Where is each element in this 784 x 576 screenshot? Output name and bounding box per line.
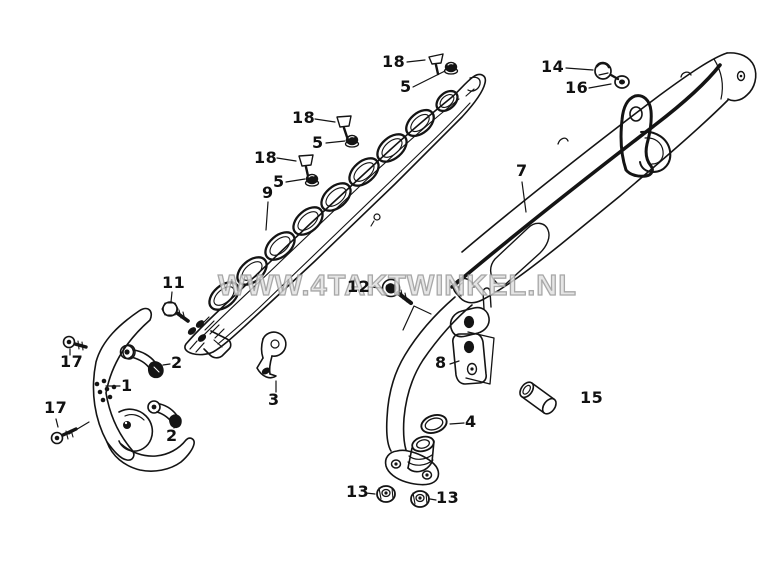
part-label-14: 14: [541, 57, 565, 76]
part-label-11: 11: [162, 273, 186, 292]
part-label-15: 15: [580, 388, 604, 407]
part-label-12: 12: [347, 277, 371, 296]
part-label-1: 1: [121, 376, 133, 395]
spacer-part-15: [519, 381, 557, 415]
part-label-13-a: 13: [346, 482, 370, 501]
screw-part-18-b: [336, 115, 352, 139]
part-label-18-c: 18: [254, 148, 278, 167]
part-label-4: 4: [465, 412, 477, 431]
heat-shield-part-9: [184, 73, 487, 359]
bolt-part-11: [161, 301, 190, 323]
leader-lines: [55, 59, 612, 501]
pipe-flange: [384, 449, 440, 486]
bolt-part-17-lower: [50, 427, 78, 445]
nut-part-5-b: [344, 134, 360, 148]
part-label-8: 8: [435, 353, 447, 372]
exhaust-pipe: [384, 287, 492, 486]
part-label-5-a: 5: [400, 77, 412, 96]
bolt-part-14: [594, 61, 620, 81]
part-label-5-c: 5: [273, 172, 285, 191]
part-label-5-b: 5: [312, 133, 324, 152]
clamp-part-2-upper: [119, 344, 164, 379]
nut-part-5-c: [304, 173, 320, 187]
part-label-2-b: 2: [166, 426, 178, 445]
bracket-part-8: [452, 331, 495, 385]
part-label-7: 7: [516, 161, 528, 180]
part-label-9: 9: [262, 183, 274, 202]
pipe-port-collar: [407, 435, 435, 473]
pipe-mount-stud: [449, 287, 492, 338]
part-label-16: 16: [565, 78, 589, 97]
bolt-part-12: [381, 278, 432, 331]
nut-part-13-right: [410, 490, 430, 508]
part-label-18-a: 18: [382, 52, 406, 71]
part-label-17-a: 17: [60, 352, 84, 371]
nut-part-13-left: [376, 485, 396, 503]
clamp-part-2-lower: [147, 400, 182, 429]
washer-part-16: [614, 75, 630, 89]
part-label-17-b: 17: [44, 398, 68, 417]
muffler-hanger-bracket: [619, 94, 672, 178]
nut-part-5-a: [443, 61, 459, 75]
guard-part-1: [92, 307, 195, 472]
muffler-part-7: [450, 52, 757, 304]
part-label-3: 3: [268, 390, 280, 409]
gasket-part-4: [420, 414, 448, 434]
part-label-18-b: 18: [292, 108, 316, 127]
part-label-13-b: 13: [436, 488, 460, 507]
screw-part-18-c: [298, 154, 314, 178]
bolt-part-17-upper: [62, 335, 88, 351]
screw-part-18-a: [428, 53, 444, 76]
bracket-part-3: [256, 331, 287, 379]
part-label-2-a: 2: [171, 353, 183, 372]
